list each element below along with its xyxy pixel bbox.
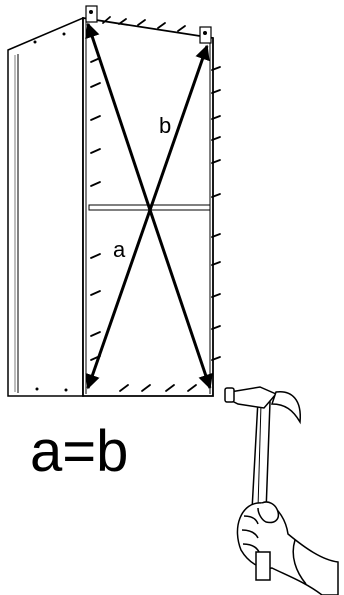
equation-label: a=b [30,419,128,484]
hammer-icon [224,386,301,513]
cabinet-side-panel [7,16,84,397]
diagonal-a-arrow [85,22,152,211]
diagonal-b-arrow [148,44,210,211]
bracket-right [199,26,212,44]
bracket-left [85,5,98,23]
hand-icon [236,501,339,595]
diagonal-a-arrow-lower [148,209,213,390]
diagonal-b-arrow-lower [85,209,152,390]
diagonal-b-label: b [159,113,171,138]
diagonal-a-label: a [113,237,126,262]
